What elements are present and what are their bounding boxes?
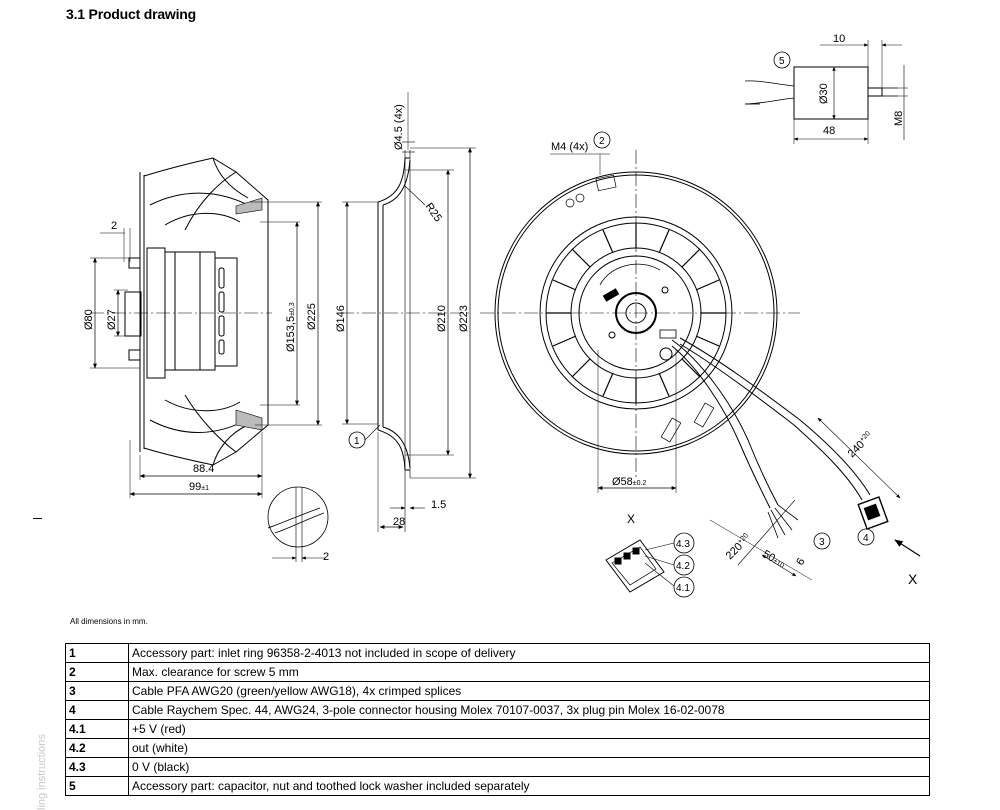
inlet-ring-view <box>340 92 476 532</box>
legend-id: 4 <box>65 700 129 720</box>
connector-detail <box>605 539 675 593</box>
dim-d80: Ø80 <box>83 309 95 330</box>
side-watermark: ling instructions <box>10 734 70 810</box>
legend-id: 1 <box>65 643 129 663</box>
dim-6: 6 <box>794 556 807 567</box>
dim-1-5: 1.5 <box>431 499 446 511</box>
dim-240: 240+20 <box>846 430 876 460</box>
callout-4: 4 <box>863 533 869 544</box>
dim-2-bottom: 2 <box>323 551 329 563</box>
callout-4-3: 4.3 <box>676 539 690 550</box>
dim-d146: Ø146 <box>335 305 347 332</box>
dim-d27: Ø27 <box>106 309 118 330</box>
legend-id: 3 <box>65 681 129 701</box>
legend-text: Cable PFA AWG20 (green/yellow AWG18), 4x… <box>128 681 930 701</box>
callout-3: 3 <box>819 537 825 548</box>
dim-d225: Ø225 <box>306 303 318 330</box>
cable-bundles <box>671 337 921 581</box>
dim-99: 99±1 <box>189 481 209 493</box>
detail-circle <box>267 486 329 562</box>
legend-text: Accessory part: inlet ring 96358-2-4013 … <box>128 643 930 663</box>
legend-id: 2 <box>65 662 129 682</box>
table-row: 4.1+5 V (red) <box>65 719 930 739</box>
dim-m4-4x: M4 (4x) <box>551 141 588 153</box>
dim-10: 10 <box>833 33 845 45</box>
callout-1: 1 <box>354 436 360 447</box>
fan-side-view <box>90 157 322 498</box>
page-title: 3.1 Product drawing <box>66 6 196 22</box>
legend-text: Cable Raychem Spec. 44, AWG24, 3-pole co… <box>128 700 930 720</box>
dim-r25: R25 <box>423 201 444 224</box>
legend-text: Max. clearance for screw 5 mm <box>128 662 930 682</box>
dim-28: 28 <box>393 516 405 528</box>
callout-4-1: 4.1 <box>676 583 690 594</box>
dim-d4-5-4x: Ø4.5 (4x) <box>393 104 405 150</box>
legend-text: Accessory part: capacitor, nut and tooth… <box>128 776 930 796</box>
capacitor-view <box>744 40 908 144</box>
legend-text: 0 V (black) <box>128 757 930 777</box>
callout-5: 5 <box>779 56 785 67</box>
dim-d153-5: Ø153,5±0,3 <box>285 302 297 352</box>
dim-d210: Ø210 <box>436 305 448 332</box>
dim-88-4: 88.4 <box>193 463 214 475</box>
fan-front-view <box>480 150 800 493</box>
margin-dash <box>33 518 42 519</box>
legend-text: out (white) <box>128 738 930 758</box>
dim-m8: M8 <box>893 111 905 126</box>
dim-d30: Ø30 <box>818 83 830 104</box>
view-label-x-arrow: X <box>908 571 918 587</box>
legend-text: +5 V (red) <box>128 719 930 739</box>
dimensions-note: All dimensions in mm. <box>70 617 148 626</box>
dim-2-left: 2 <box>111 220 117 232</box>
view-label-x-detail: X <box>627 512 635 526</box>
legend-id: 4.2 <box>65 738 129 758</box>
side-note-text: ling instructions <box>36 734 48 810</box>
legend-id: 4.1 <box>65 719 129 739</box>
dim-48: 48 <box>823 125 835 137</box>
dim-d223: Ø223 <box>458 305 470 332</box>
product-drawing: 10 Ø30 48 M8 Ø4.5 (4x) R25 M4 (4x) 2 Ø80… <box>83 33 921 598</box>
legend-id: 4.3 <box>65 757 129 777</box>
callout-circles <box>348 51 875 598</box>
dim-d58: Ø58±0.2 <box>612 476 646 488</box>
callout-4-2: 4.2 <box>676 561 690 572</box>
legend-id: 5 <box>65 776 129 796</box>
callout-2: 2 <box>599 136 605 147</box>
dim-50: 50±10 <box>761 548 788 570</box>
